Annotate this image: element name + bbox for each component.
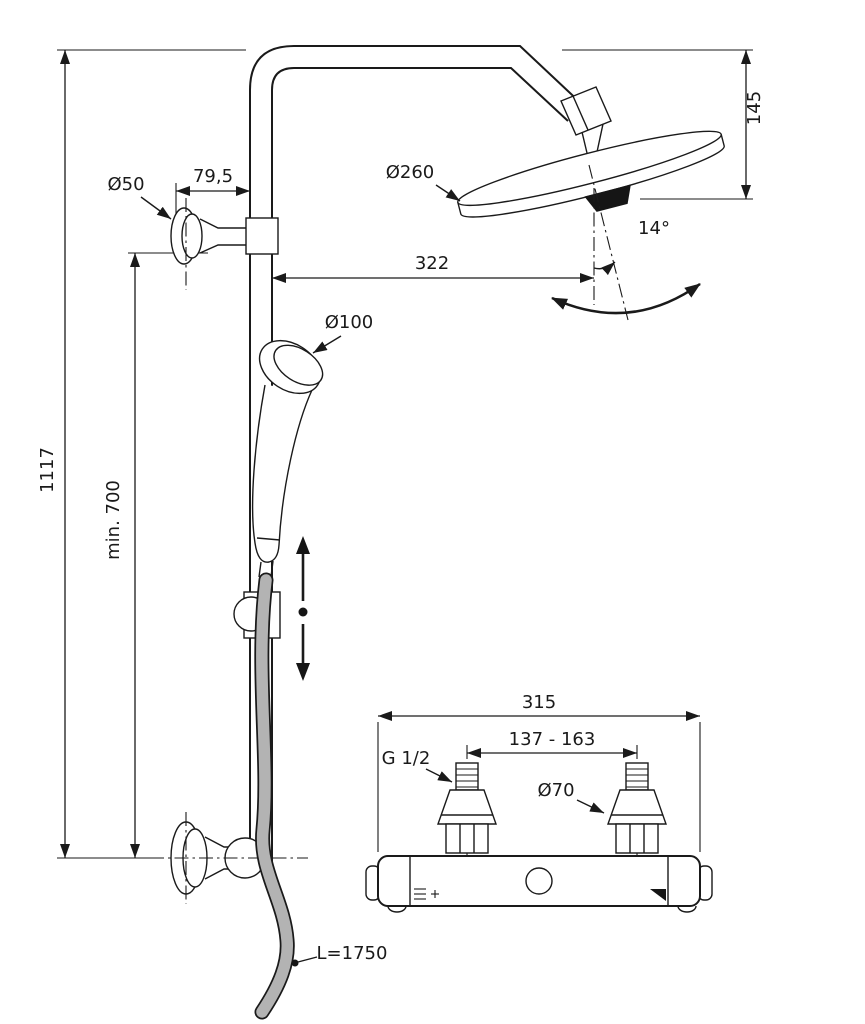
inlet-thread [455,762,479,791]
dim-text-d100: Ø100 [325,312,374,333]
dimension-head-height: 145 [562,49,765,200]
dimension-bracket-offset: 79,5 [175,166,250,214]
dim-text-315: 315 [522,692,556,713]
hex-nut [445,823,489,854]
hand-shower [233,339,324,639]
mixer-valve-detail: 315 137 - 163 G 1/2 Ø70 [365,692,713,913]
label-hose-length: L=1750 [291,943,388,967]
dimension-min-height: min. 700 [103,252,208,858]
label-escutcheon-diameter: Ø70 [537,780,605,814]
dim-text-322: 322 [415,253,449,274]
dim-text-1117: 1117 [37,447,58,493]
temperature-markings-icon [414,888,439,900]
dimension-inlet-spacing: 137 - 163 [467,729,637,758]
wall-bracket-bottom [150,812,308,904]
dim-text-137-163: 137 - 163 [509,729,596,750]
escutcheon [437,789,497,825]
riser-pipe [249,45,587,875]
dim-text-hose-length: L=1750 [317,943,388,964]
inlet-thread [625,762,649,791]
mixer-inlet-left [437,745,497,875]
dim-text-g12: G 1/2 [382,748,431,769]
shower-hose [254,572,295,1020]
label-thread-size: G 1/2 [382,748,453,783]
rain-shower-head [457,130,725,218]
wall-bracket-top [170,198,279,290]
label-hand-shower-diameter: Ø100 [312,312,374,354]
left-foot [387,905,407,913]
dim-text-min-700: min. 700 [103,480,124,560]
dim-text-d260: Ø260 [386,162,435,183]
label-head-diameter: Ø260 [386,162,461,202]
dimension-mixer-width: 315 [377,692,701,852]
dim-text-14deg: 14° [638,218,670,239]
dimension-head-reach: 322 [272,253,594,283]
nozzle-plate [584,184,631,212]
mixer-body [365,855,713,913]
dim-text-145: 145 [744,91,765,125]
head-swivel-arrow-icon [551,282,701,315]
label-wall-bracket-diameter: Ø50 [107,174,172,220]
mixer-inlet-right [607,745,667,875]
head-connector-nut [560,86,612,154]
spray-marking-icon [650,889,666,901]
diverter-button [525,867,553,895]
dim-text-79-5: 79,5 [193,166,233,187]
slider-up-down-arrow-icon [296,536,310,681]
dim-text-d70: Ø70 [537,780,574,801]
hand-shower-handle [251,384,313,563]
right-foot [677,905,697,913]
dim-text-d50: Ø50 [107,174,144,195]
escutcheon [607,789,667,825]
dimension-total-height: 1117 [37,49,246,859]
hex-nut [615,823,659,854]
